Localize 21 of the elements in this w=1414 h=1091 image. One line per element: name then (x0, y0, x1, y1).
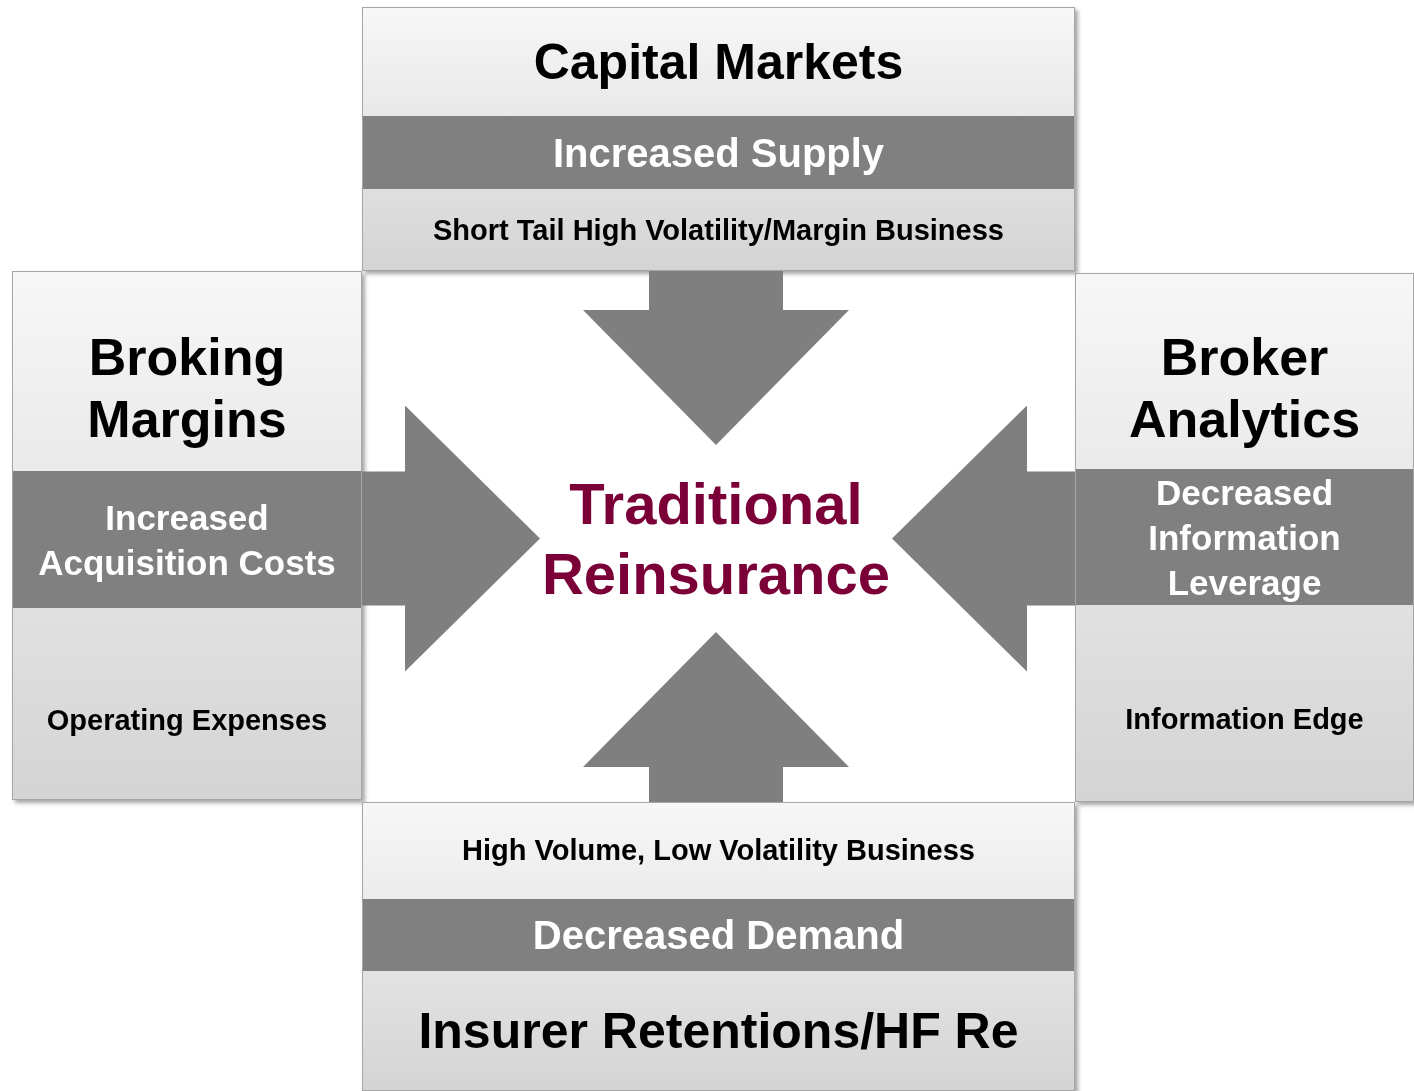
block-arrow (583, 632, 849, 802)
panel-title: Broking Margins (86, 326, 288, 450)
center-title: Traditional Reinsurance (540, 469, 892, 608)
panel-box (1075, 273, 1414, 802)
panel-subtitle: Short Tail High Volatility/Margin Business (433, 212, 1004, 248)
panel-subtitle: Operating Expenses (46, 702, 328, 738)
block-arrow (362, 405, 540, 672)
panel-subtitle: Information Edge (1125, 702, 1364, 738)
band-label: Increased Supply (552, 129, 885, 177)
panel-box (362, 802, 1075, 1091)
band-label: Decreased Demand (532, 912, 905, 959)
panel-title: Insurer Retentions/HF Re (418, 1002, 1019, 1061)
panel-box (362, 7, 1075, 271)
band-label: Decreased Information Leverage (1147, 471, 1342, 604)
block-arrow (583, 271, 849, 445)
block-arrow (892, 405, 1075, 672)
panel-title: Broker Analytics (1127, 326, 1362, 450)
band-label: Increased Acquisition Costs (37, 496, 337, 584)
panel-title: Capital Markets (533, 32, 904, 92)
panel-box (12, 271, 362, 800)
panel-subtitle: High Volume, Low Volatility Business (462, 833, 975, 869)
